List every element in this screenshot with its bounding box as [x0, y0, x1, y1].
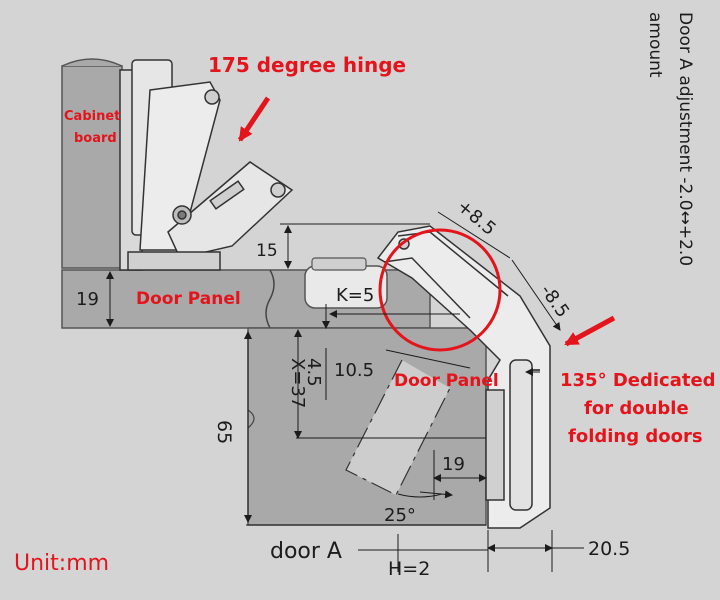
dim-minus-8-5: -8.5 — [536, 281, 573, 322]
dim-h2: H=2 — [388, 558, 430, 580]
dim-20-5: 20.5 — [588, 538, 630, 560]
dim-19-right: 19 — [442, 454, 465, 475]
dim-x37: X=37 — [287, 358, 308, 408]
cabinet-label-line1: Cabinet — [64, 109, 120, 124]
adjustment-line1: Door A adjustment -2.0↔+2.0 — [675, 12, 695, 266]
door-panel-left-label: Door Panel — [136, 289, 241, 309]
callout-135-line3: folding doors — [568, 426, 703, 447]
adjustment-line2: amount — [645, 12, 665, 78]
door-panel-left-shape — [61, 257, 431, 329]
hinge-135 — [376, 225, 551, 529]
callout-175-degree: 175 degree hinge — [208, 53, 406, 77]
door-panel-right-shape — [247, 327, 487, 526]
callout-135-line1: 135° Dedicated — [560, 370, 716, 391]
dim-4-5: 4.5 — [303, 358, 324, 387]
dimension-lines — [106, 211, 584, 572]
cabinet-label-line2: board — [74, 131, 117, 146]
callout-135-line2: for double — [584, 398, 689, 419]
hinge-175 — [119, 59, 294, 271]
arrow-175 — [237, 96, 271, 142]
door-a-label: door A — [270, 539, 342, 564]
dim-19-left: 19 — [76, 289, 99, 310]
arrow-135 — [564, 315, 616, 347]
unit-label: Unit:mm — [14, 551, 109, 576]
door-panel-right-label: Door Panel — [394, 371, 499, 391]
cabinet-board — [61, 58, 123, 269]
dim-15: 15 — [256, 241, 278, 261]
dim-k: K=5 — [336, 285, 374, 306]
highlight-circle — [378, 228, 502, 352]
dim-10-5: 10.5 — [334, 360, 374, 381]
dim-angle-25: 25° — [384, 505, 416, 526]
dim-65: 65 — [213, 420, 235, 444]
